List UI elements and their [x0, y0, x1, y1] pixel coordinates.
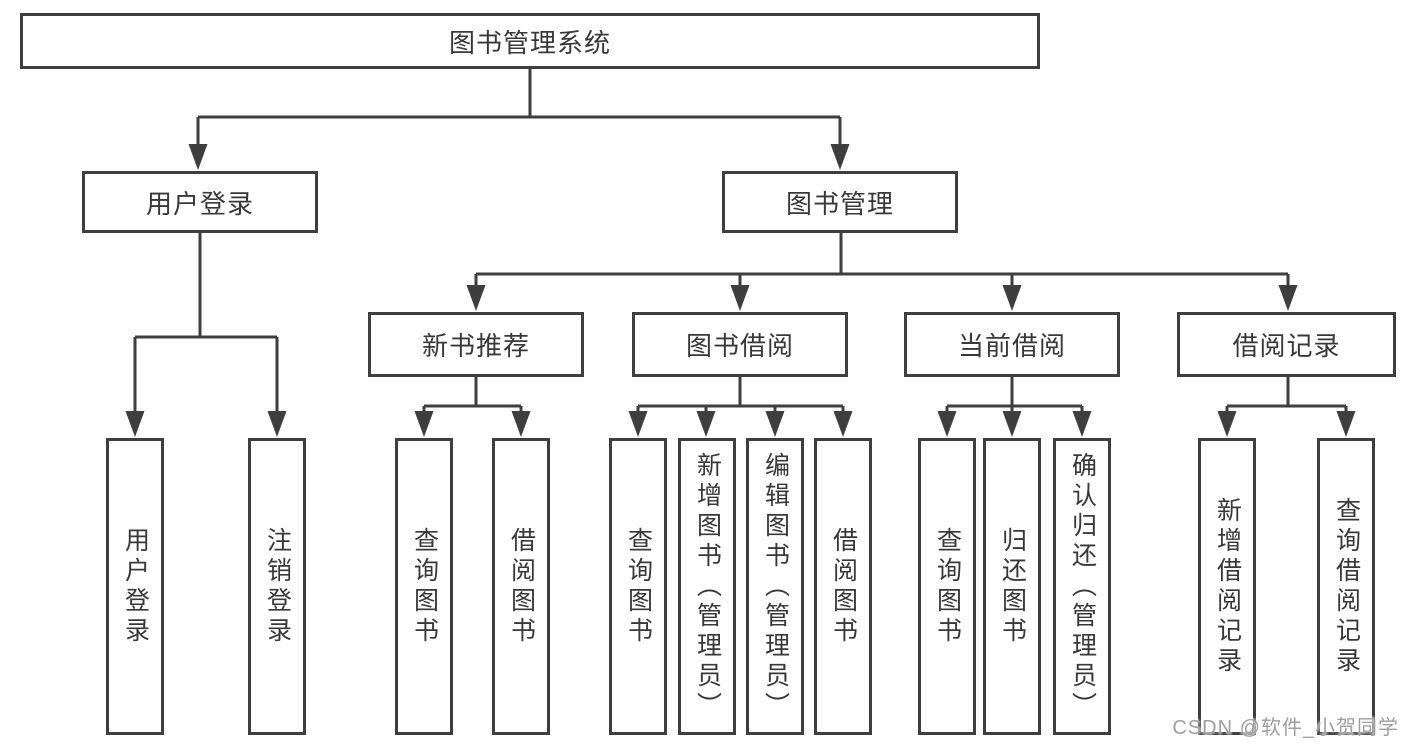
node-label: 查询图书 [410, 526, 439, 647]
node-book-management: 图书管理 [722, 171, 958, 233]
leaf-edit-book-admin: 编辑图书（管理员） [746, 438, 804, 735]
node-label: 用户登录 [145, 188, 254, 219]
leaf-query-books-recommend: 查询图书 [395, 438, 453, 735]
leaf-query-books-borrowing: 查询图书 [609, 438, 667, 735]
node-label: 新增图书（管理员） [693, 451, 722, 722]
node-label: 注销登录 [263, 526, 292, 647]
node-label: 查询图书 [624, 526, 653, 647]
node-label: 借阅记录 [1232, 331, 1341, 361]
leaf-user-login: 用户登录 [106, 438, 164, 735]
node-current-borrowing: 当前借阅 [904, 312, 1120, 377]
node-label: 归还图书 [998, 526, 1027, 647]
leaf-confirm-return-admin: 确认归还（管理员） [1053, 438, 1111, 735]
arrowheads [125, 144, 1356, 437]
node-user-login-group: 用户登录 [82, 171, 318, 233]
node-new-book-recommend: 新书推荐 [368, 312, 584, 377]
leaf-borrow-books-recommend: 借阅图书 [492, 438, 550, 735]
leaf-query-books-current: 查询图书 [918, 438, 976, 735]
node-label: 用户登录 [121, 526, 150, 647]
leaf-borrow-books-borrowing: 借阅图书 [814, 438, 872, 735]
watermark: CSDN @软件_小贺同学 [1172, 717, 1399, 739]
node-label: 查询借阅记录 [1332, 496, 1361, 677]
node-label: 新书推荐 [421, 331, 530, 361]
node-label: 编辑图书（管理员） [761, 451, 790, 722]
leaf-return-book: 归还图书 [983, 438, 1041, 735]
node-label: 新增借阅记录 [1213, 496, 1242, 677]
leaf-logout: 注销登录 [248, 438, 306, 735]
leaf-add-borrow-record: 新增借阅记录 [1198, 438, 1256, 735]
node-borrow-records: 借阅记录 [1177, 312, 1396, 377]
node-label: 查询图书 [933, 526, 962, 647]
node-system-root: 图书管理系统 [20, 13, 1040, 69]
node-label: 借阅图书 [507, 526, 536, 647]
node-label: 确认归还（管理员） [1068, 451, 1097, 722]
node-label: 借阅图书 [829, 526, 858, 647]
leaf-query-borrow-record: 查询借阅记录 [1317, 438, 1375, 735]
node-label: 图书管理 [785, 188, 894, 219]
node-label: 当前借阅 [957, 331, 1066, 361]
node-label: 图书管理系统 [448, 27, 611, 58]
leaf-add-book-admin: 新增图书（管理员） [678, 438, 736, 735]
node-book-borrowing: 图书借阅 [632, 312, 848, 377]
node-label: 图书借阅 [685, 331, 794, 361]
